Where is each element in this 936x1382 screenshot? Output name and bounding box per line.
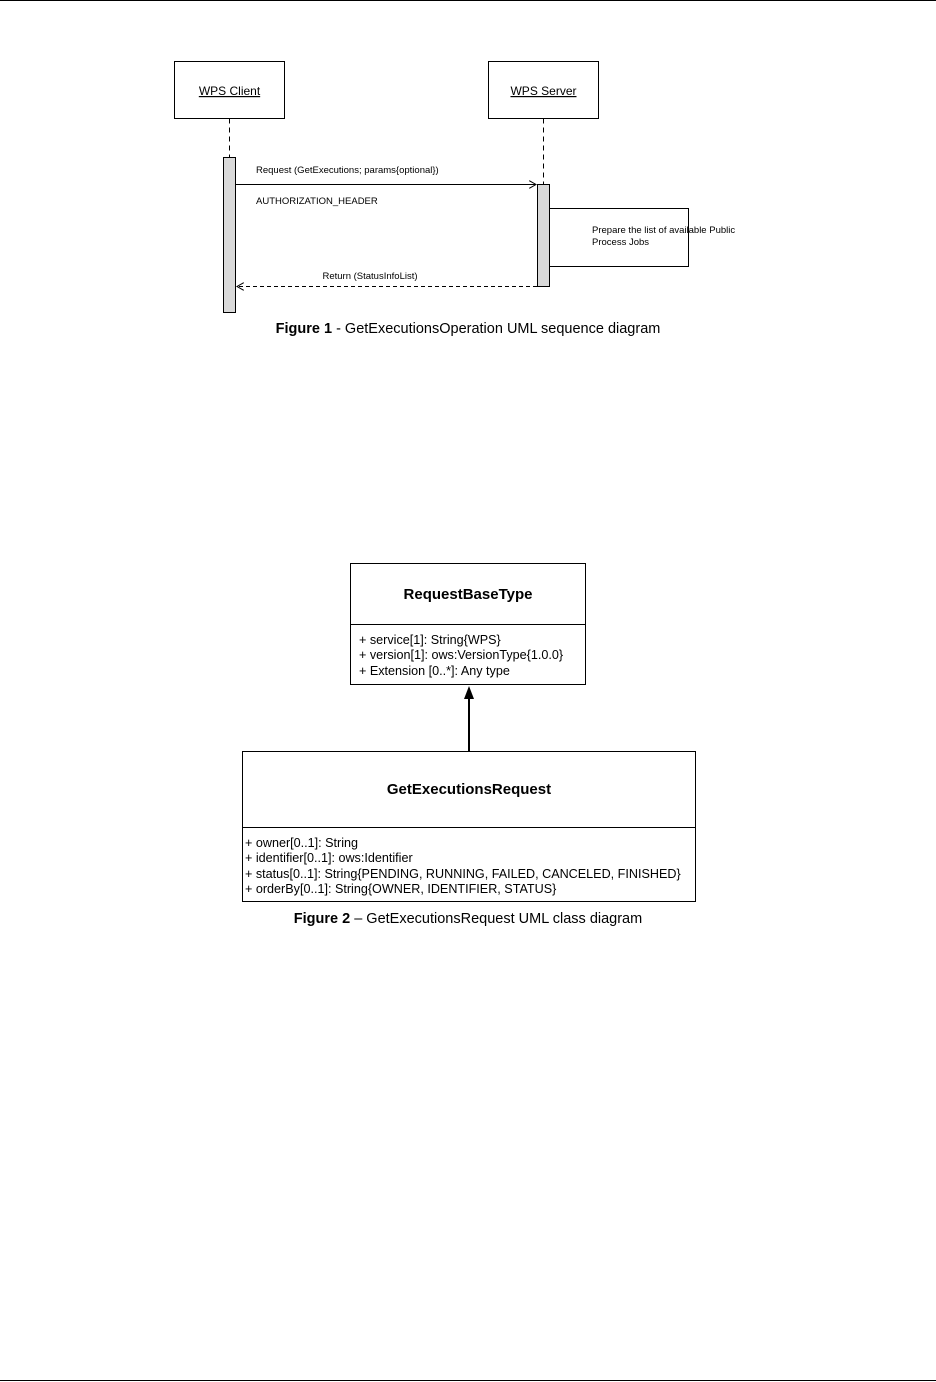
page-top-rule: [0, 0, 936, 1]
request-base-type-name: RequestBaseType: [351, 564, 585, 625]
attribute-item: + Extension [0..*]: Any type: [359, 663, 510, 678]
authorization-header-label: AUTHORIZATION_HEADER: [256, 196, 378, 207]
request-message-label: Request (GetExecutions; params{optional}…: [256, 165, 439, 176]
server-lifeline-label: WPS Server: [510, 84, 576, 98]
self-message-label-line2: Process Jobs: [592, 237, 649, 248]
return-message-label: Return (StatusInfoList): [322, 271, 417, 282]
attribute-item: + version[1]: ows:VersionType{1.0.0}: [359, 648, 564, 663]
attribute-item: + service[1]: String{WPS}: [359, 633, 501, 647]
client-activation-bar: [223, 157, 236, 313]
attribute-item: + identifier[0..1]: ows:Identifier: [245, 851, 413, 866]
server-lifeline-box: [488, 61, 599, 119]
server-activation-bar: [537, 184, 550, 287]
client-lifeline-label: WPS Client: [199, 84, 261, 98]
request-base-type-attributes: + service[1]: String{WPS} + version[1]: …: [351, 625, 585, 679]
get-executions-request-class: GetExecutionsRequest + owner[0..1]: Stri…: [242, 751, 696, 902]
figure-2-text: – GetExecutionsRequest UML class diagram: [350, 911, 643, 927]
self-message-label-line1: Prepare the list of available Public: [592, 225, 735, 236]
get-executions-request-attributes: + owner[0..1]: String + identifier[0..1]…: [243, 828, 695, 897]
figure-1-text: - GetExecutionsOperation UML sequence di…: [332, 321, 661, 337]
figure-1-label: Figure 1: [275, 321, 333, 337]
attribute-item: + status[0..1]: String{PENDING, RUNNING,…: [245, 866, 681, 881]
get-executions-request-name: GetExecutionsRequest: [243, 752, 695, 828]
page-bottom-rule: [0, 1380, 936, 1381]
attribute-item: + owner[0..1]: String: [245, 836, 359, 850]
attribute-item: + orderBy[0..1]: String{OWNER, IDENTIFIE…: [245, 881, 557, 896]
self-message-line: [549, 208, 689, 267]
request-base-type-class: RequestBaseType + service[1]: String{WPS…: [350, 563, 586, 685]
figure-1-caption: Figure 1 - GetExecutionsOperation UML se…: [0, 320, 936, 338]
sequence-diagram: WPS Client WPS Server Request (GetExecut…: [174, 61, 735, 313]
figure-2-caption: Figure 2 – GetExecutionsRequest UML clas…: [0, 910, 936, 928]
figure-2-label: Figure 2: [293, 911, 351, 927]
